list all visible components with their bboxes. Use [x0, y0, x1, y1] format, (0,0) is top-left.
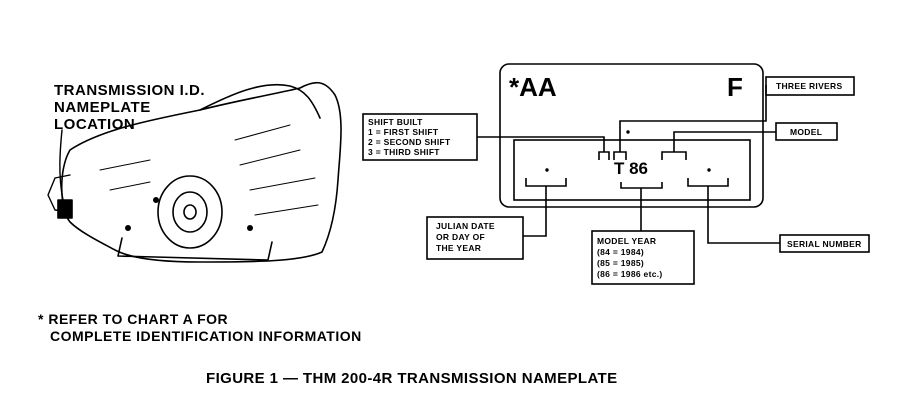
- three-rivers-callout: THREE RIVERS: [776, 81, 843, 91]
- footnote: * REFER TO CHART A FOR COMPLETE IDENTIFI…: [38, 311, 362, 345]
- model-year-callout: MODEL YEAR (84 = 1984) (85 = 1985) (86 =…: [597, 236, 663, 280]
- model-year-title: MODEL YEAR: [597, 236, 657, 246]
- box-serial-number: [779, 234, 870, 253]
- torque-converter-hub: [172, 191, 208, 233]
- location-label-line-1: TRANSMISSION I.D.: [54, 82, 206, 99]
- dot-model: [626, 130, 630, 134]
- location-label-line-3: LOCATION: [54, 116, 136, 133]
- nameplate-diagram: [362, 63, 870, 285]
- bracket-serial: [687, 178, 729, 187]
- bracket-model-year: [620, 182, 663, 189]
- location-label: TRANSMISSION I.D. NAMEPLATE LOCATION: [54, 82, 205, 133]
- julian-date-callout: JULIAN DATE OR DAY OF THE YEAR: [436, 221, 495, 254]
- leader-julian-date: [523, 186, 547, 237]
- leader-serial-number: [707, 186, 780, 244]
- transmission-case-outline: [60, 81, 342, 263]
- bracket-julian-date: [525, 178, 567, 187]
- box-model-year: [591, 230, 695, 285]
- id-nameplate-location-marker: [57, 199, 73, 219]
- box-shift-built: [362, 113, 478, 161]
- plate-prefix: *AA: [509, 72, 557, 102]
- model-year-84: (84 = 1984): [597, 247, 645, 257]
- torque-converter-flange: [157, 175, 223, 249]
- shift-built-callout: SHIFT BUILT 1 = FIRST SHIFT 2 = SECOND S…: [368, 117, 451, 157]
- transmission-illustration: [47, 81, 342, 263]
- figure-caption: FIGURE 1 — THM 200-4R TRANSMISSION NAMEP…: [206, 370, 618, 387]
- julian-date-line-2: OR DAY OF: [436, 232, 485, 242]
- transmission-tailhousing: [199, 83, 321, 119]
- julian-date-line-1: JULIAN DATE: [436, 221, 495, 231]
- nameplate-inner-panel: [513, 139, 751, 201]
- bracket-model: [661, 151, 687, 160]
- bracket-shift: [598, 151, 610, 160]
- leader-shift-built: [477, 136, 605, 152]
- case-ribs: [99, 124, 319, 216]
- model-year-86: (86 = 1986 etc.): [597, 269, 663, 279]
- shift-built-second: 2 = SECOND SHIFT: [368, 137, 451, 147]
- plate-code: T 86: [614, 159, 649, 178]
- model-callout: MODEL: [790, 127, 823, 137]
- oil-pan: [117, 237, 273, 261]
- box-model: [775, 122, 838, 141]
- footnote-line-1: * REFER TO CHART A FOR: [38, 311, 229, 327]
- shift-built-third: 3 = THIRD SHIFT: [368, 147, 440, 157]
- nameplate-outer-border: [499, 63, 764, 208]
- dot-serial: [707, 168, 711, 172]
- leader-model: [673, 131, 776, 152]
- shift-built-first: 1 = FIRST SHIFT: [368, 127, 439, 137]
- leader-three-rivers: [619, 85, 767, 152]
- box-julian-date: [426, 216, 524, 260]
- model-year-85: (85 = 1985): [597, 258, 645, 268]
- box-three-rivers: [765, 76, 855, 96]
- torque-converter-center: [183, 204, 197, 220]
- serial-number-callout: SERIAL NUMBER: [787, 239, 862, 249]
- location-leader-line: [59, 129, 64, 201]
- plate-suffix: F: [727, 72, 743, 102]
- footnote-line-2: COMPLETE IDENTIFICATION INFORMATION: [50, 328, 362, 344]
- location-label-line-2: NAMEPLATE: [54, 99, 151, 116]
- shift-built-title: SHIFT BUILT: [368, 117, 423, 127]
- julian-date-line-3: THE YEAR: [436, 243, 482, 253]
- dot-julian: [545, 168, 549, 172]
